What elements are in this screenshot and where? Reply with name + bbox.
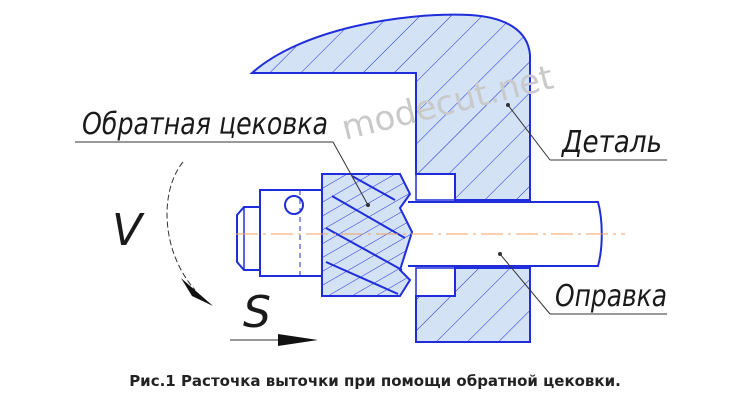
cutter-head [321,173,414,297]
part-upper-section [249,13,531,201]
label-feed: S [243,287,271,338]
groove-lower [415,267,456,297]
label-speed: V [112,205,145,256]
label-part: Деталь [560,125,662,160]
rotation-arc [166,161,196,291]
groove-upper [415,173,456,201]
figure-caption: Рис.1 Расточка выточки при помощи обратн… [129,372,621,390]
part-lower-section [415,267,531,343]
leader-reverse-counterbore [75,141,369,206]
leader-dot-cutter [366,203,370,207]
leader-dot-part [506,103,510,107]
label-reverse-counterbore: Обратная цековка [82,107,328,142]
leader-part [507,104,667,161]
label-mandrel: Оправка [555,279,667,314]
tool-pilot [236,206,261,271]
shank-hole [284,195,304,215]
rotation-arrowhead [181,278,213,306]
leader-dot-mandrel [498,252,502,256]
feed-arrowhead [278,334,318,346]
cutter-flutes [325,175,406,295]
leader-mandrel [499,253,667,315]
